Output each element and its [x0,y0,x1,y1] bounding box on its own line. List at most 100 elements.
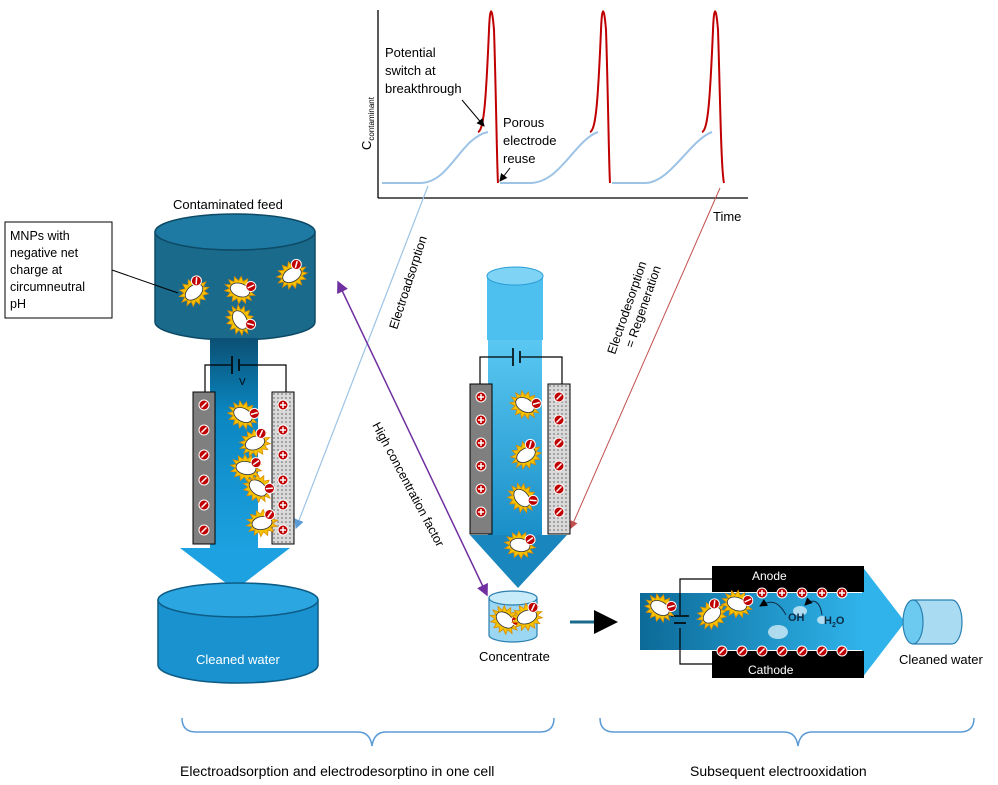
footer: Electroadsorption and electrodesorptino … [180,717,975,779]
nanoparticle-icon [229,453,263,483]
negative-charge-icon [198,524,210,536]
adsorption-circuit-wire [204,364,231,392]
negative-charge-icon [553,506,565,518]
battery-label: V [239,377,246,388]
anode-plate [712,566,864,592]
negative-charge-icon [198,449,210,461]
adsorption-cell: Contaminated feed V Cleaned water [154,197,319,684]
nanoparticle-icon [643,592,677,624]
nanoparticle-icon [503,530,537,560]
positive-charge-icon [816,587,828,599]
reaction-arrow [759,598,787,616]
reaction-arrow [804,597,823,616]
middle-electrode-negative [547,383,571,535]
nanoparticle-icon [720,589,754,619]
nanoparticle-icon [510,601,544,632]
negative-charge-icon [245,318,257,330]
nanoparticle-icon [178,275,210,308]
positive-charge-icon [756,587,768,599]
anode-label: Anode [752,569,787,583]
nanoparticle-icon [238,427,272,458]
right-caption: Subsequent electrooxidation [690,763,867,779]
positive-charge-icon [475,391,487,403]
adsorption-flow-arrowhead [180,548,290,590]
positive-charge-icon [796,587,808,599]
negative-charge-icon [198,399,210,411]
desorption-tube-top [486,266,544,286]
positive-charge-icon [475,414,487,426]
adsorption-circuit-wire-right [240,364,287,392]
nanoparticle-icon [226,399,260,431]
cleaned-water-tank [157,599,319,684]
breakthrough-graph: Ccontaminant Time Potential switch at br… [359,10,748,224]
desorption-top-tube [487,276,543,340]
negative-charge-icon [290,258,302,270]
negative-charge-icon [736,645,748,657]
negative-charge-icon [198,499,210,511]
negative-charge-icon [250,457,262,469]
graph-x-label: Time [713,209,741,224]
cleaned-water-left-label: Cleaned water [196,652,280,667]
negative-charge-icon [263,482,275,494]
concentrate-vial-top [488,590,538,606]
negative-charge-icon [553,460,565,472]
cathode-plate [712,651,864,678]
negative-charge-icon [742,595,754,607]
positive-charge-icon [475,483,487,495]
nanoparticle-icon [223,275,257,305]
mnp-callout-text: MNPs with negative net charge at circumn… [10,229,89,311]
oxidation-circuit-wire-bottom [679,628,712,665]
cleaned-water-tank-top [157,582,319,618]
feed-tank-top [154,213,316,251]
nanoparticle-icon [696,598,728,631]
mnp-callout-box [4,221,113,319]
nanoparticle-icon [509,438,543,471]
negative-charge-icon [776,645,788,657]
positive-charge-icon [776,587,788,599]
high-concentration-connector [337,280,488,597]
desorption-circuit-wire-right [521,356,563,384]
positive-charge-icon [277,399,289,411]
positive-charge-icon [475,437,487,449]
negative-charge-icon [553,414,565,426]
positive-charge-icon [277,524,289,536]
annotation-switch-pointer [461,99,485,127]
negative-charge-icon [708,598,720,610]
positive-charge-icon [277,449,289,461]
negative-charge-icon [198,424,210,436]
oxidation-flow-arrowhead [862,566,905,678]
electroadsorption-label: Electroadsorption [387,234,430,331]
desorption-flow-arrowhead [470,535,567,588]
left-bracket [181,717,555,747]
negative-charge-icon [527,494,539,506]
negative-charge-icon [255,427,267,439]
right-bracket [599,717,975,747]
nanoparticle-icon [506,482,539,514]
electrodesorption-connector [570,187,721,529]
negative-charge-icon [756,645,768,657]
graph-adsorption-curve [382,131,713,184]
negative-charge-icon [190,275,202,287]
negative-charge-icon [524,438,536,450]
positive-charge-icon [277,424,289,436]
electrooxidation-cell: Anode Cathode OH H2O Cleaned water [570,566,983,678]
negative-charge-icon [836,645,848,657]
hydroxyl-label: OH [788,612,805,624]
nanoparticle-icon [508,389,542,421]
cleaned-water-vessel [912,599,963,645]
gas-bubble [793,606,807,616]
negative-charge-icon [248,407,260,419]
nanoparticle-icon [275,258,309,291]
negative-charge-icon [264,509,276,521]
mnp-callout: MNPs with negative net charge at circumn… [4,221,179,319]
negative-charge-icon [665,600,677,612]
contaminated-feed-label: Contaminated feed [173,197,283,212]
positive-charge-icon [277,474,289,486]
cleaned-water-right-label: Cleaned water [899,652,983,667]
negative-charge-icon [796,645,808,657]
gas-bubble [817,616,827,624]
negative-charge-icon [716,645,728,657]
nanoparticle-icon [245,508,279,538]
negative-charge-icon [198,474,210,486]
